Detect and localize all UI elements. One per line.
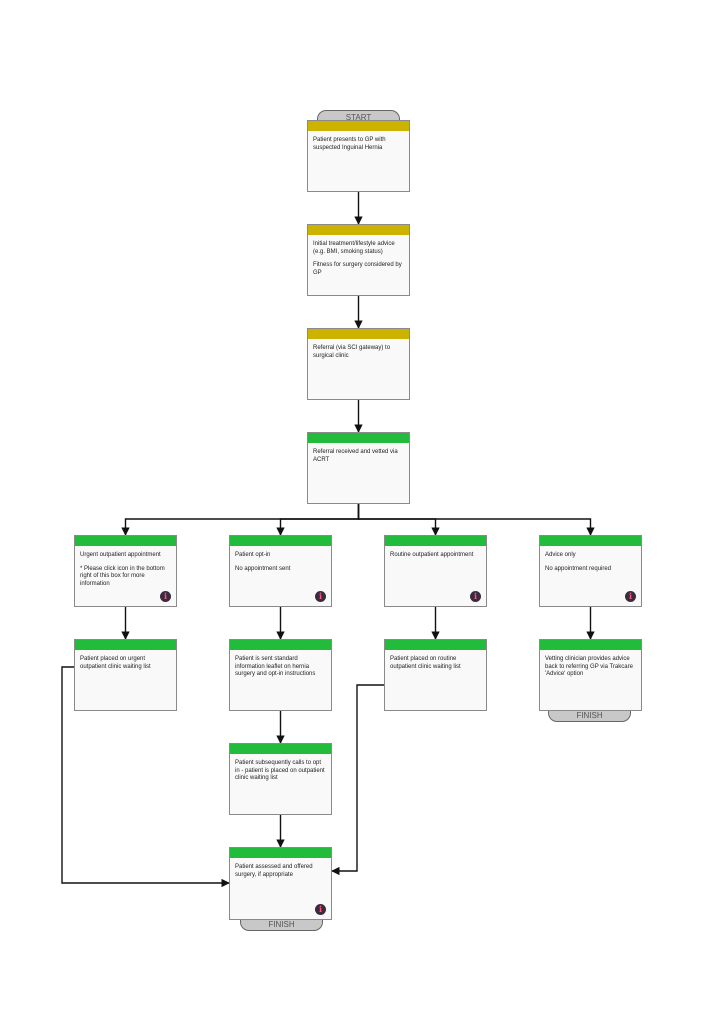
node-line: Fitness for surgery considered by GP: [313, 262, 402, 276]
node-line: Urgent outpatient appointment: [80, 552, 161, 558]
node-line: Referral (via SCI gateway) to surgical c…: [313, 345, 391, 359]
flow-node-calls[interactable]: Patient subsequently calls to opt in - p…: [229, 743, 332, 815]
flow-node-routine[interactable]: Routine outpatient appointment i: [384, 535, 487, 607]
node-header-bar: [75, 640, 176, 650]
flow-node-vetting-advice[interactable]: Vetting clinician provides advice back t…: [539, 639, 642, 711]
flow-node-assessed[interactable]: Patient assessed and offered surgery, if…: [229, 847, 332, 920]
node-line: Advice only: [545, 552, 576, 558]
node-line: No appointment required: [545, 565, 612, 572]
node-line: * Please click icon in the bottom right …: [80, 565, 165, 587]
node-line: No appointment sent: [235, 565, 291, 572]
node-header-bar: [308, 121, 409, 131]
flow-node-initial[interactable]: Initial treatment/lifestyle advice (e.g.…: [307, 224, 410, 296]
node-line: Patient opt-in: [235, 552, 271, 558]
node-line: Referral received and vetted via ACRT: [313, 449, 398, 463]
node-text: Patient placed on routine outpatient cli…: [385, 650, 486, 681]
node-text: Advice only No appointment required: [540, 546, 641, 583]
node-header-bar: [230, 640, 331, 650]
node-text: Urgent outpatient appointment * Please c…: [75, 546, 176, 598]
flow-node-vetted[interactable]: Referral received and vetted via ACRT: [307, 432, 410, 504]
flow-node-urgent[interactable]: Urgent outpatient appointment * Please c…: [74, 535, 177, 607]
info-icon[interactable]: i: [315, 591, 326, 602]
node-text: Patient opt-in No appointment sent: [230, 546, 331, 583]
node-header-bar: [385, 640, 486, 650]
node-header-bar: [308, 329, 409, 339]
node-text: Patient assessed and offered surgery, if…: [230, 858, 331, 889]
node-text: Initial treatment/lifestyle advice (e.g.…: [308, 235, 409, 287]
finish-terminal-main: FINISH: [240, 920, 323, 931]
flow-node-referral[interactable]: Referral (via SCI gateway) to surgical c…: [307, 328, 410, 400]
node-text: Patient subsequently calls to opt in - p…: [230, 754, 331, 793]
finish-terminal-advice: FINISH: [548, 711, 631, 722]
flow-node-advice[interactable]: Advice only No appointment required i: [539, 535, 642, 607]
node-header-bar: [385, 536, 486, 546]
node-line: Patient presents to GP with suspected In…: [313, 137, 386, 151]
node-text: Patient placed on urgent outpatient clin…: [75, 650, 176, 681]
node-text: Patient presents to GP with suspected In…: [308, 131, 409, 162]
node-header-bar: [308, 225, 409, 235]
flow-node-leaflet[interactable]: Patient is sent standard information lea…: [229, 639, 332, 711]
node-line: Patient assessed and offered surgery, if…: [235, 864, 313, 878]
node-header-bar: [540, 640, 641, 650]
flow-node-urgent-list[interactable]: Patient placed on urgent outpatient clin…: [74, 639, 177, 711]
node-line: Patient placed on urgent outpatient clin…: [80, 656, 151, 670]
connector-vetted-to-optin: [276, 504, 360, 536]
node-line: Vetting clinician provides advice back t…: [545, 656, 633, 677]
node-text: Vetting clinician provides advice back t…: [540, 650, 641, 689]
connector-routine_list-to-assessed: [331, 684, 384, 876]
node-line: Patient subsequently calls to opt in - p…: [235, 760, 325, 781]
node-header-bar: [75, 536, 176, 546]
node-text: Referral received and vetted via ACRT: [308, 443, 409, 474]
connector-vetted-to-advice: [357, 504, 595, 536]
info-icon[interactable]: i: [625, 591, 636, 602]
start-terminal: START: [317, 110, 400, 122]
node-text: Referral (via SCI gateway) to surgical c…: [308, 339, 409, 370]
info-icon[interactable]: i: [470, 591, 481, 602]
info-icon[interactable]: i: [315, 904, 326, 915]
node-line: Initial treatment/lifestyle advice (e.g.…: [313, 241, 395, 255]
node-line: Routine outpatient appointment: [390, 552, 474, 558]
node-text: Routine outpatient appointment: [385, 546, 486, 570]
flow-node-routine-list[interactable]: Patient placed on routine outpatient cli…: [384, 639, 487, 711]
node-header-bar: [230, 848, 331, 858]
connector-urgent_list-to-assessed: [61, 666, 230, 888]
node-text: Patient is sent standard information lea…: [230, 650, 331, 689]
info-icon[interactable]: i: [160, 591, 171, 602]
node-header-bar: [540, 536, 641, 546]
flow-node-optin[interactable]: Patient opt-in No appointment sent i: [229, 535, 332, 607]
node-header-bar: [230, 536, 331, 546]
node-header-bar: [308, 433, 409, 443]
flow-node-presents[interactable]: Patient presents to GP with suspected In…: [307, 120, 410, 192]
node-line: Patient placed on routine outpatient cli…: [390, 656, 461, 670]
node-line: Patient is sent standard information lea…: [235, 656, 316, 677]
node-header-bar: [230, 744, 331, 754]
